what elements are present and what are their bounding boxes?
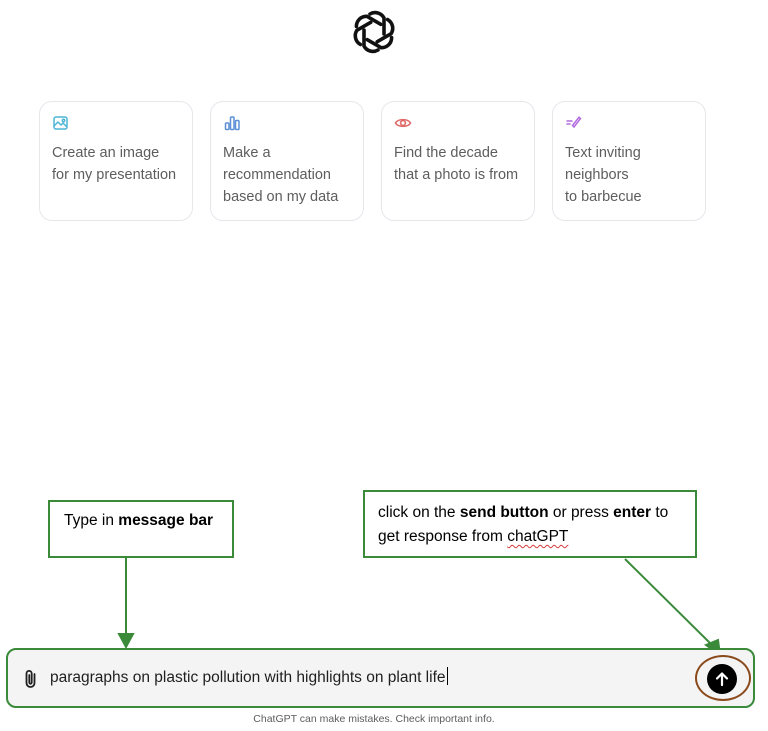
annotation-send-button: click on the send button or press enter … [363, 490, 697, 558]
disclaimer-text: ChatGPT can make mistakes. Check importa… [253, 713, 495, 725]
annotation-text: click on the [378, 504, 460, 521]
arrow-up-icon [715, 672, 729, 687]
suggestion-text: Make a recommendation based on my data [223, 145, 339, 205]
suggestion-card-find-decade[interactable]: Find the decade that a photo is from [381, 101, 535, 221]
text-caret [446, 667, 448, 685]
annotation-text: or press [548, 504, 614, 521]
suggestion-text: Text inviting neighbors to barbecue [565, 145, 642, 205]
suggestion-text: Create an image for my presentation [52, 145, 177, 183]
message-input[interactable]: paragraphs on plastic pollution with hig… [50, 663, 650, 693]
bar-chart-icon [223, 114, 241, 132]
arrow-to-send-button [624, 558, 713, 646]
annotation-text: to get response from [378, 504, 669, 545]
annotation-bold-text: send button [459, 504, 549, 521]
annotation-bold-text: enter [613, 504, 652, 521]
send-button[interactable] [707, 664, 737, 694]
annotation-misspelled-text: chatGPT [507, 528, 569, 545]
arrow-head [117, 633, 135, 650]
suggestion-card-create-image[interactable]: Create an image for my presentation [39, 101, 193, 221]
suggestion-card-recommendation[interactable]: Make a recommendation based on my data [210, 101, 364, 221]
paperclip-icon[interactable] [20, 668, 42, 690]
suggestion-text: Find the decade that a photo is from [394, 145, 519, 183]
pen-icon [565, 114, 583, 132]
eye-icon [394, 114, 412, 132]
annotation-type-message: Type in message bar [48, 500, 234, 558]
image-icon [52, 114, 70, 132]
annotation-text: Type in [64, 512, 119, 529]
openai-logo-icon [348, 6, 400, 58]
message-bar[interactable]: paragraphs on plastic pollution with hig… [6, 648, 755, 708]
suggestion-card-text-invite[interactable]: Text inviting neighbors to barbecue [552, 101, 706, 221]
message-input-value: paragraphs on plastic pollution with hig… [50, 669, 446, 686]
annotation-bold-text: message bar [118, 512, 214, 529]
send-button-highlight [695, 655, 751, 701]
